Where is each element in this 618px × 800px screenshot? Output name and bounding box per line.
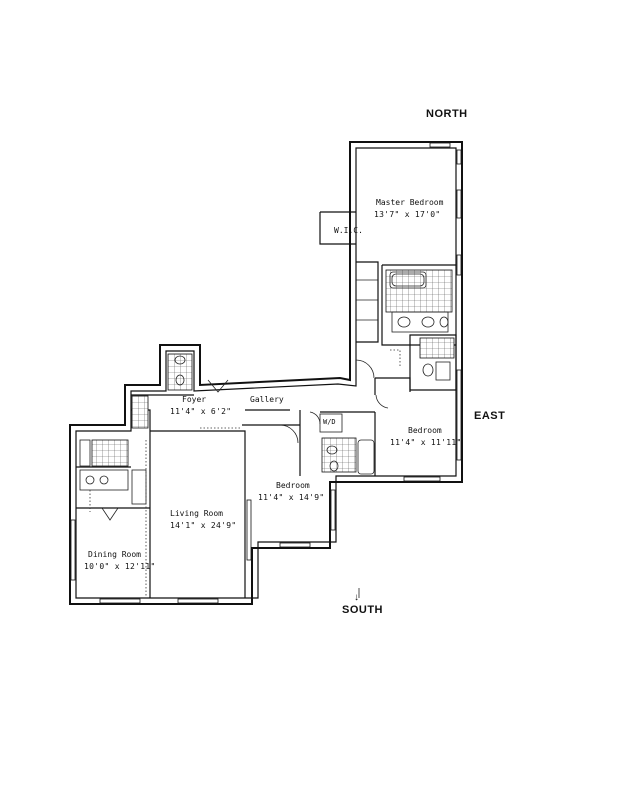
room-label-dining-room: Dining Room xyxy=(88,550,141,559)
windows xyxy=(70,142,462,604)
compass-south-arrow: ↓ xyxy=(354,592,360,603)
fixtures xyxy=(79,271,451,505)
room-dims-foyer: 11'4" x 6'2" xyxy=(170,407,232,416)
compass-east: EAST xyxy=(474,410,506,422)
room-label-foyer: Foyer xyxy=(182,395,207,404)
room-dims-master-bedroom: 13'7" x 17'0" xyxy=(374,210,441,219)
room-label-living-room: Living Room xyxy=(170,509,223,518)
room-label-bedroom-center: Bedroom xyxy=(276,481,310,490)
exterior-walls xyxy=(69,141,463,605)
compass-south: SOUTH xyxy=(342,604,383,616)
doors xyxy=(101,359,389,521)
room-dims-bedroom-east: 11'4" x 11'11" xyxy=(390,438,462,447)
tiled-areas xyxy=(91,269,455,473)
dashed-openings xyxy=(89,349,401,596)
room-dims-bedroom-center: 11'4" x 14'9" xyxy=(258,493,325,502)
room-dims-living-room: 14'1" x 24'9" xyxy=(170,521,237,530)
interior-walls xyxy=(76,211,457,598)
compass-north: NORTH xyxy=(426,108,468,120)
room-label-bedroom-east: Bedroom xyxy=(408,426,442,435)
room-label-wic: W.I.C. xyxy=(334,226,363,235)
room-label-gallery: Gallery xyxy=(250,395,284,404)
washer-dryer-label: W/D xyxy=(323,418,336,426)
room-label-master-bedroom: Master Bedroom xyxy=(376,198,444,207)
room-dims-dining-room: 10'0" x 12'11" xyxy=(84,562,156,571)
